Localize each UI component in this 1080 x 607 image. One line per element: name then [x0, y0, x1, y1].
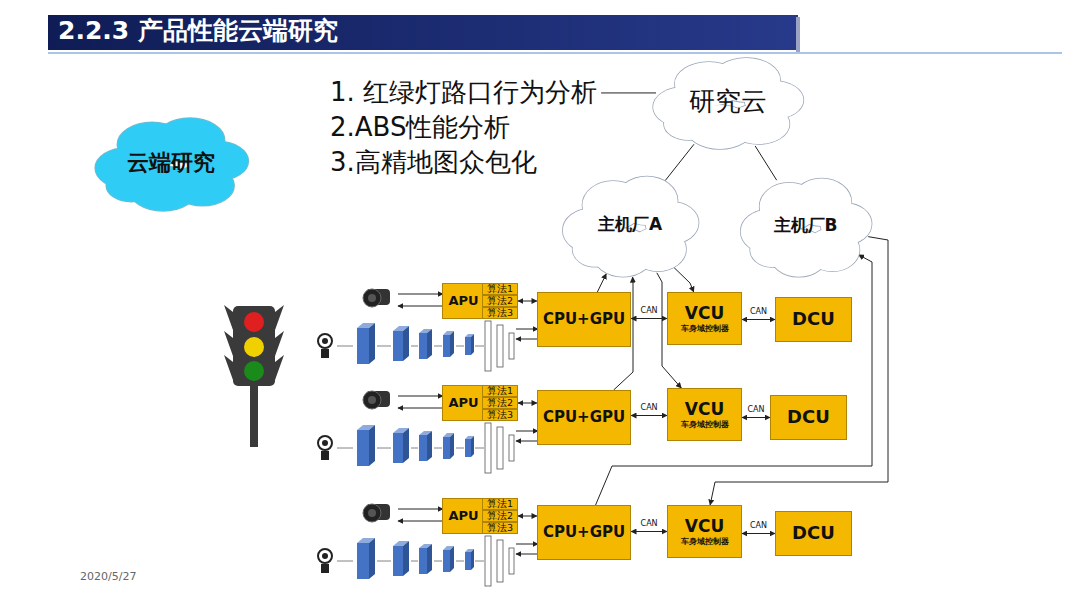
cloud-node: 研究云 — [650, 52, 805, 152]
connector — [665, 144, 694, 180]
node-title: 主机厂B — [774, 216, 838, 236]
node-title: APU — [448, 294, 478, 309]
cloud-node: 主机厂B — [738, 172, 873, 280]
title-bar-shadow — [796, 17, 800, 52]
apu-box: APU — [442, 385, 484, 421]
node-title: CPU+GPU — [543, 524, 625, 541]
node-subtitle: 车身域控制器 — [681, 420, 729, 429]
node-title: CPU+GPU — [543, 409, 625, 426]
algorithm-box: 算法1 — [482, 385, 518, 397]
edge-label: CAN — [746, 406, 765, 414]
node-title: VCU — [685, 304, 724, 324]
connector — [518, 301, 537, 302]
node-title: 云端研究 — [127, 150, 215, 175]
algorithm-box: 算法3 — [482, 409, 518, 421]
connector — [742, 319, 775, 320]
title-rule — [48, 52, 1062, 54]
apu-box: APU — [442, 283, 484, 319]
cnn-illustration — [318, 423, 538, 473]
connector — [518, 516, 537, 517]
algorithm-box: 算法2 — [482, 295, 518, 307]
camera-icon — [363, 289, 443, 307]
node-title: 算法1 — [487, 386, 513, 396]
camera-icon — [363, 391, 443, 409]
node-title: VCU — [685, 400, 724, 420]
date-label: 2020/5/27 — [80, 571, 136, 584]
node-title: CPU+GPU — [543, 311, 625, 328]
leader-line — [601, 92, 656, 93]
node-title: APU — [448, 396, 478, 411]
algorithm-box: 算法2 — [482, 510, 518, 522]
node-title: VCU — [685, 517, 724, 537]
edge-label: CAN — [749, 522, 768, 530]
algorithm-box: 算法1 — [482, 283, 518, 295]
title-bar — [48, 15, 798, 50]
controller-box: VCU车身域控制器 — [667, 292, 742, 345]
cnn-illustration — [318, 321, 538, 371]
node-title: DCU — [792, 523, 835, 544]
edge-label: CAN — [640, 520, 659, 528]
algorithm-box: 算法2 — [482, 397, 518, 409]
slide-title: 2.2.3 产品性能云端研究 — [58, 17, 338, 46]
list-item: 2.ABS性能分析 — [330, 113, 510, 143]
algorithm-box: 算法3 — [482, 307, 518, 319]
connector — [631, 415, 667, 416]
cloud-node: 云端研究 — [92, 112, 250, 214]
algorithm-box: 算法3 — [482, 522, 518, 534]
node-title: DCU — [792, 309, 835, 330]
list-item: 3.高精地图众包化 — [330, 148, 537, 178]
processor-box: CPU+GPU — [537, 505, 631, 560]
list-item: 1. 红绿灯路口行为分析 — [330, 78, 597, 108]
algorithm-box: 算法1 — [482, 498, 518, 510]
node-subtitle: 车身域控制器 — [681, 537, 729, 546]
controller-box: DCU — [770, 395, 847, 440]
connector — [755, 146, 776, 180]
controller-box: VCU车身域控制器 — [667, 505, 742, 558]
connector — [597, 274, 606, 292]
controller-box: DCU — [775, 297, 852, 342]
node-title: 算法2 — [487, 398, 513, 408]
node-title: DCU — [787, 407, 830, 428]
node-title: 算法1 — [487, 499, 513, 509]
edge-label: CAN — [640, 307, 659, 315]
node-subtitle: 车身域控制器 — [681, 324, 729, 333]
apu-box: APU — [442, 498, 484, 534]
connector — [596, 255, 872, 505]
processor-box: CPU+GPU — [537, 390, 631, 445]
connector — [672, 266, 694, 292]
connector — [518, 403, 537, 404]
node-title: 算法1 — [487, 284, 513, 294]
connector — [631, 531, 667, 532]
cloud-node: 主机厂A — [560, 170, 700, 280]
node-title: 研究云 — [689, 87, 767, 117]
node-title: 算法2 — [487, 296, 513, 306]
node-title: 算法3 — [487, 410, 513, 420]
edge-label: CAN — [749, 308, 768, 316]
connector — [742, 533, 775, 534]
node-title: 算法2 — [487, 511, 513, 521]
connector — [742, 417, 770, 418]
edge-label: CAN — [640, 404, 659, 412]
node-title: 主机厂A — [598, 215, 662, 235]
traffic-light — [224, 305, 284, 447]
camera-icon — [363, 504, 443, 522]
node-title: 算法3 — [487, 308, 513, 318]
controller-box: VCU车身域控制器 — [667, 388, 742, 441]
cnn-illustration — [318, 536, 538, 586]
controller-box: DCU — [775, 511, 852, 556]
node-title: 算法3 — [487, 523, 513, 533]
processor-box: CPU+GPU — [537, 292, 631, 347]
node-title: APU — [448, 509, 478, 524]
